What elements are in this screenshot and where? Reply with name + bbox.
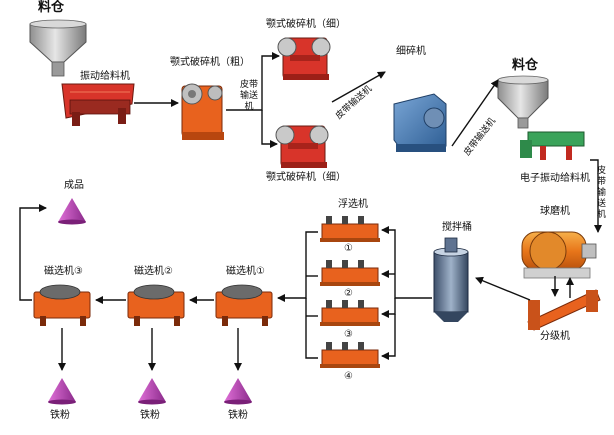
- arrow-to-fine-top: [226, 52, 280, 111]
- label-cell-3: ③: [344, 329, 353, 340]
- label-mag-sep-1: 磁选机①: [226, 266, 265, 277]
- label-electronic-feeder: 电子振动给料机: [520, 173, 590, 184]
- vibrating-feeder: [61, 83, 135, 126]
- label-jaw-coarse: 颚式破碎机（粗）: [170, 57, 250, 68]
- ball-mill: [521, 231, 597, 279]
- arrow-tank-to-cell-1: [381, 226, 432, 299]
- magnetic-separator-1: [215, 284, 273, 326]
- fine-crusher: [393, 93, 447, 152]
- flow-arrows: [19, 52, 602, 371]
- iron-powder-pile-2: [138, 378, 166, 405]
- jaw-crusher-fine-top: [277, 37, 331, 80]
- line-cell-4-collect: [305, 298, 318, 359]
- label-ball-mill: 球磨机: [540, 206, 570, 217]
- arrow-flotation-to-mag1: [277, 231, 318, 302]
- arrow-to-fine-crusher: [331, 71, 386, 103]
- feed-bin-left: [29, 19, 87, 77]
- jaw-crusher-coarse: [181, 83, 224, 140]
- label-cell-4: ④: [344, 371, 353, 382]
- label-flotation: 浮选机: [338, 199, 368, 210]
- feed-bin-right: [497, 75, 549, 129]
- iron-powder-pile-1: [48, 378, 76, 405]
- label-vibrating-feeder: 振动给料机: [80, 71, 130, 82]
- product-pile: [58, 198, 86, 225]
- label-iron-powder-3: 铁粉: [50, 410, 70, 421]
- label-jaw-fine-top: 颚式破碎机（细）: [266, 19, 346, 30]
- label-cell-1: ①: [344, 243, 353, 254]
- arrow-tank-to-cell-3: [381, 298, 396, 318]
- flotation-cell-2: [320, 260, 380, 286]
- jaw-crusher-fine-bottom: [275, 125, 329, 168]
- arrow-mag3-to-product: [19, 204, 47, 301]
- electronic-vibrating-feeder: [520, 131, 585, 160]
- label-iron-powder-2: 铁粉: [140, 410, 160, 421]
- iron-powder-pile-3: [224, 378, 252, 405]
- label-iron-powder-1: 铁粉: [228, 410, 248, 421]
- label-mixing-tank: 搅拌桶: [442, 222, 472, 233]
- flotation-cell-3: [320, 300, 380, 326]
- label-cell-2: ②: [344, 288, 353, 299]
- flotation-cell-4: [320, 342, 380, 368]
- flotation-cell-1: [320, 216, 380, 242]
- label-product: 成品: [64, 180, 84, 191]
- label-classifier: 分级机: [540, 331, 570, 342]
- label-jaw-fine-bottom: 颚式破碎机（细）: [266, 172, 346, 183]
- label-mag-sep-3: 磁选机③: [44, 266, 83, 277]
- label-bin-left: 料仓: [38, 0, 65, 15]
- arrow-to-right-bin: [451, 79, 499, 147]
- label-belt-conveyor-4: 皮带输送机: [596, 166, 606, 220]
- label-bin-right: 料仓: [512, 58, 539, 73]
- label-fine-crusher: 细碎机: [396, 46, 426, 57]
- mixing-tank: [433, 237, 469, 322]
- label-mag-sep-2: 磁选机②: [134, 266, 173, 277]
- arrow-classifier-to-tank: [475, 276, 531, 301]
- arrow-tank-to-cell-4: [381, 314, 396, 360]
- magnetic-separator-2: [127, 284, 185, 326]
- magnetic-separator-3: [33, 284, 91, 326]
- label-belt-conveyor-1: 皮带输送机: [239, 80, 258, 112]
- arrow-feeder-to-mill: [590, 159, 602, 233]
- classifier: [527, 289, 601, 331]
- arrow-to-fine-bottom: [261, 110, 278, 148]
